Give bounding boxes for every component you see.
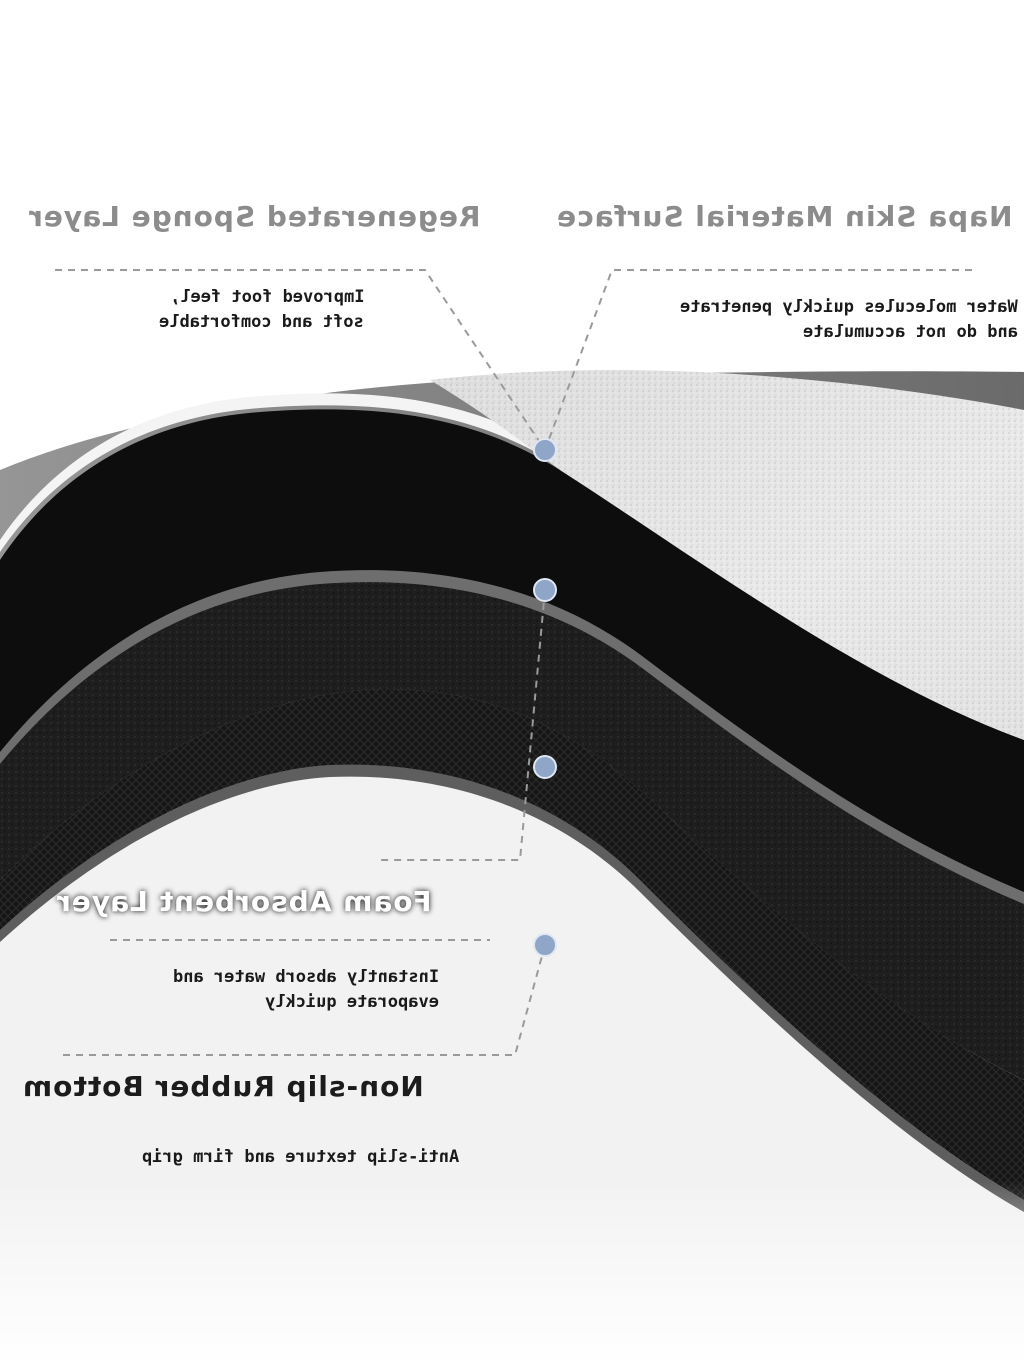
layer-title-foam-absorbent: Foam Absorbent Layer: [56, 885, 432, 918]
layer-desc-non-slip-rubber: Anti-slip texture and firm grip: [141, 1147, 459, 1167]
marker-dot: [533, 933, 557, 957]
layer-desc-regenerated-sponge: Improved foot feel, soft and comfortable: [159, 287, 364, 332]
foam-absorbent-layer-shape: [0, 578, 1024, 1080]
mesh-layer: [0, 688, 1024, 1200]
layer-desc-napa-skin: Water molecules quickly penetrate and do…: [680, 297, 1018, 342]
marker-dot: [533, 438, 557, 462]
leader-line-sponge: [55, 269, 546, 451]
leader-line-rubber: [60, 944, 546, 1056]
layer-desc-foam-absorbent: Instantly absorb water and evaporate qui…: [172, 967, 439, 1012]
layer-title-regenerated-sponge: Regenerated Sponge Layer: [28, 200, 481, 233]
layer-title-non-slip-rubber: Non-slip Rubber Bottom: [22, 1070, 424, 1103]
sponge-layer-shape: [0, 409, 1024, 892]
layer-title-napa-skin: Napa Skin Material Surface: [556, 200, 1013, 233]
marker-dot: [533, 755, 557, 779]
leader-line-foam: [380, 589, 546, 861]
leader-line-napa: [544, 269, 972, 451]
marker-dot: [533, 578, 557, 602]
